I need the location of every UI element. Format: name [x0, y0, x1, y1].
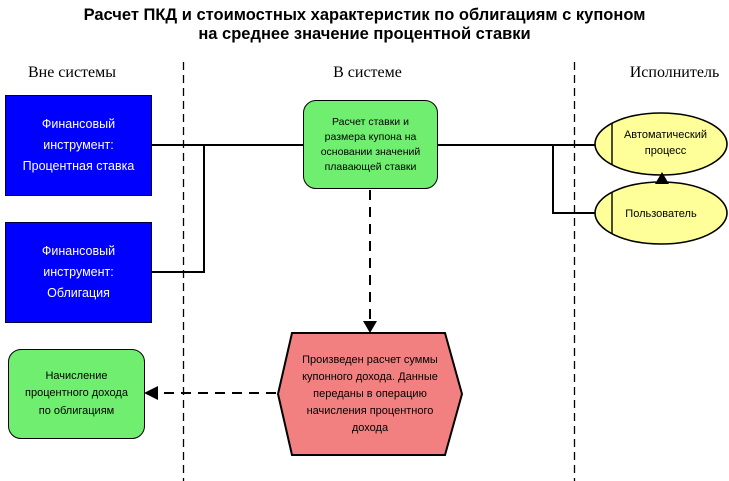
box-text-line: купонного дохода. Данные — [302, 371, 438, 384]
lane-header-executor: Исполнитель — [629, 64, 720, 81]
box-text-line: процентного дохода — [25, 387, 128, 400]
box-text-line: Процентная ставка — [22, 159, 135, 174]
box-text-line: размера купона на — [324, 130, 417, 143]
box-text-line: дохода — [351, 422, 389, 435]
arrowhead-left-icon — [144, 386, 158, 400]
box-text-line: переданы в операцию — [313, 388, 427, 401]
lane-header-outside-system: Вне системы — [27, 64, 117, 81]
box-text-line: Произведен расчет суммы — [302, 354, 438, 366]
financial-instrument-rate-box: Финансовый инструмент: Процентная ставка — [5, 95, 152, 196]
user-label: Пользователь — [600, 206, 722, 223]
diagram-title-line1: Расчет ПКД и стоимостных характеристик п… — [83, 6, 646, 24]
box-text-line: плавающей ставки — [324, 160, 417, 173]
box-text-line: Финансовый — [41, 243, 116, 258]
box-text-line: основании значений — [320, 145, 421, 158]
arrowhead-down-icon — [363, 321, 377, 333]
interest-accrual-box: Начисление процентного дохода по облигац… — [8, 349, 145, 439]
box-text-line: Автоматический — [623, 129, 708, 141]
lane-header-in-system: В системе — [333, 64, 402, 81]
box-text-line: по облигациям — [38, 404, 115, 417]
diagram-title: Расчет ПКД и стоимостных характеристик п… — [0, 6, 729, 45]
auto-process-label: Автоматический процесс — [608, 128, 723, 160]
box-text-line: Финансовый — [41, 116, 116, 131]
financial-instrument-bond-box: Финансовый инструмент: Облигация — [5, 222, 152, 323]
box-text-line: инструмент: — [43, 264, 114, 279]
box-text-line: Расчет ставки и — [332, 115, 409, 128]
arrowhead-up-icon — [655, 172, 669, 184]
box-text-line: начисления процентного — [306, 405, 434, 418]
box-text-line: процесс — [644, 144, 687, 157]
box-text-line: Начисление — [45, 370, 108, 383]
hexagon-event-label: Произведен расчет суммы купонного дохода… — [288, 352, 452, 437]
calc-rate-coupon-box: Расчет ставки и размера купона на основа… — [303, 100, 438, 189]
box-text-line: Облигация — [47, 286, 110, 301]
diagram-title-line2: на среднее значение процентной ставки — [198, 25, 531, 44]
connector-calc-to-user — [552, 145, 596, 214]
hexagon-event-shape — [276, 332, 464, 456]
box-text-line: инструмент: — [43, 137, 114, 152]
connector-bond-to-calc — [152, 145, 205, 273]
box-text-line: Пользователь — [625, 208, 697, 220]
